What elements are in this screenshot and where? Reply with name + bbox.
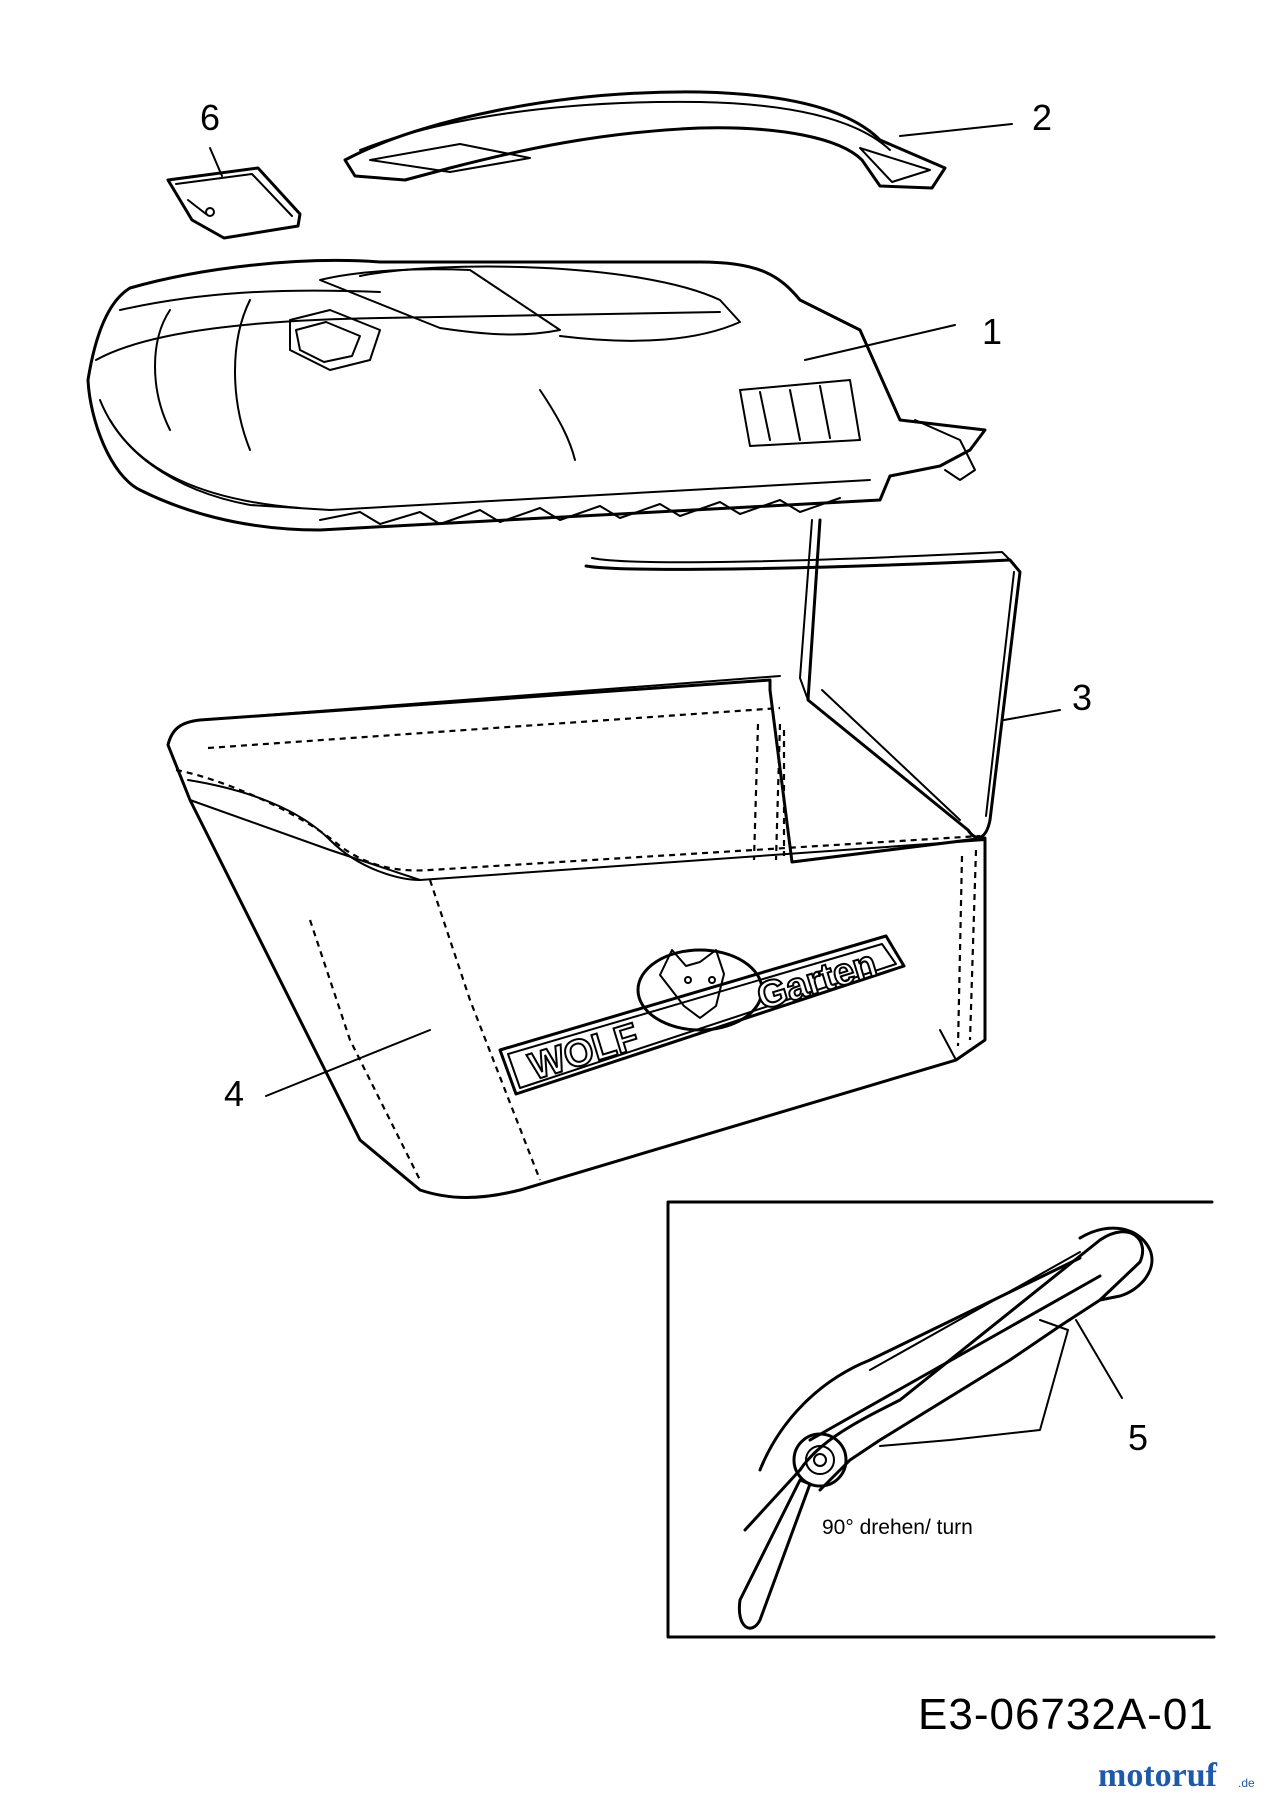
wire-frame-drawing xyxy=(584,518,1022,839)
drawing-code: E3-06732A-01 xyxy=(918,1690,1214,1739)
part-number-3: 3 xyxy=(1072,677,1093,718)
bag-logo-right-text: Garten xyxy=(752,943,881,1019)
watermark-suffix: .de xyxy=(1238,1776,1255,1790)
fox-emblem xyxy=(636,948,764,1032)
level-indicator-cover-drawing xyxy=(166,166,302,240)
part-number-1: 1 xyxy=(982,311,1003,352)
catcher-bag-drawing: WOLF Garten xyxy=(166,675,987,1199)
grass-catcher-lid-drawing xyxy=(86,258,987,532)
flap-hinge-drawing xyxy=(737,1226,1154,1630)
part-number-6: 6 xyxy=(200,97,221,138)
part-number-4: 4 xyxy=(224,1073,245,1114)
part-number-5: 5 xyxy=(1128,1417,1149,1458)
part-number-2: 2 xyxy=(1032,97,1053,138)
carry-handle-drawing xyxy=(343,90,947,190)
leader-lines xyxy=(209,123,1123,1399)
inset-note: 90° drehen/ turn xyxy=(822,1516,973,1539)
watermark-logo: motoruf xyxy=(1098,1757,1217,1794)
inset-detail-box xyxy=(666,1200,1216,1639)
